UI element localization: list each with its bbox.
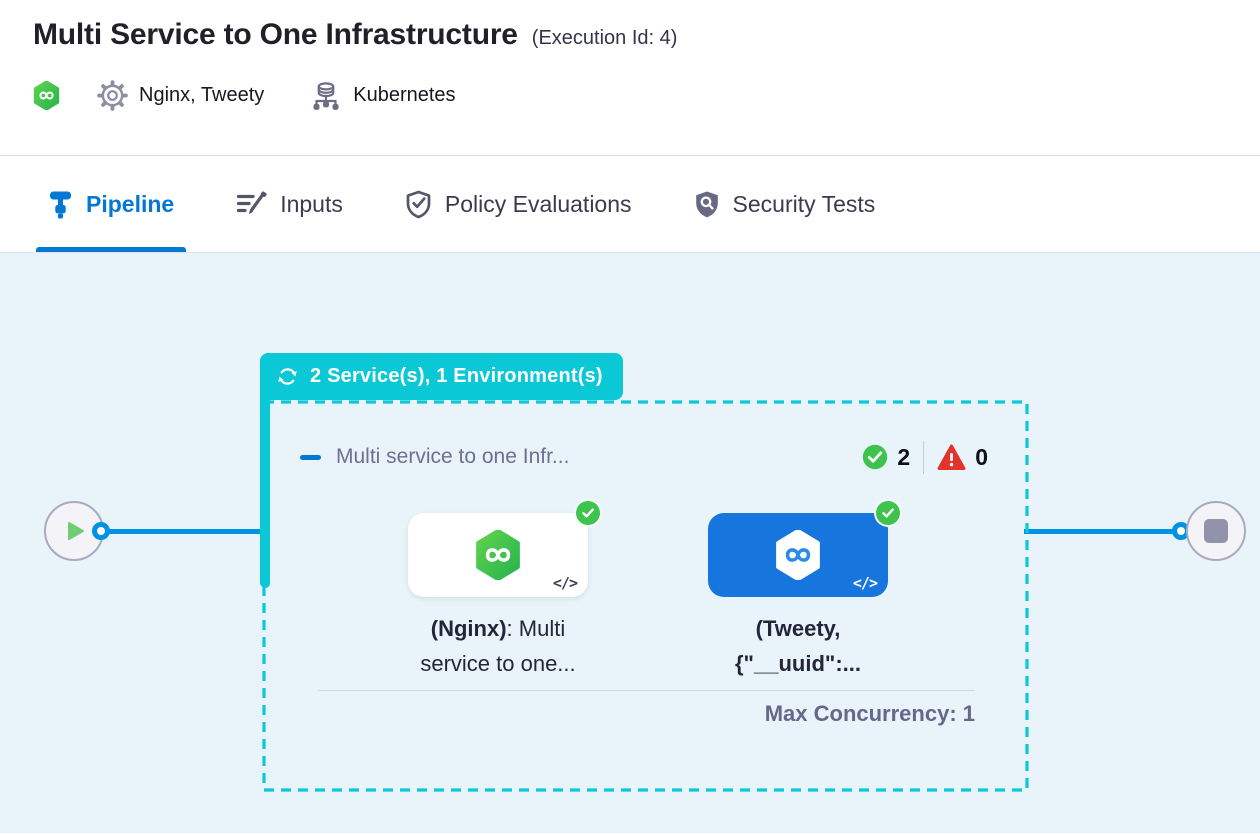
title-row: Multi Service to One Infrastructure (Exe…: [33, 18, 1227, 52]
execution-id: (Execution Id: 4): [531, 27, 678, 49]
environment-label: Kubernetes: [353, 84, 456, 106]
counts-divider: [923, 440, 925, 474]
start-link-point: [92, 522, 110, 540]
harness-service-icon-green: [476, 530, 520, 580]
tab-security-tests-label: Security Tests: [732, 190, 876, 217]
pipeline-canvas: 2 Service(s), 1 Environment(s) Multi ser…: [0, 253, 1260, 833]
stage-counts: 2 0: [862, 440, 988, 474]
code-icon: </>: [852, 574, 878, 592]
inputs-icon: [237, 191, 267, 215]
stage-title: Multi service to one Infr...: [336, 445, 570, 468]
max-concurrency-label: Max Concurrency: 1: [764, 701, 975, 726]
stage-group-strip: [260, 373, 270, 588]
node-success-badge: [874, 499, 902, 527]
collapse-stage-button[interactable]: [300, 454, 321, 460]
node-label-nginx: (Nginx): Multi service to one...: [383, 611, 613, 681]
check-icon: [582, 508, 594, 518]
stage-group-badge[interactable]: 2 Service(s), 1 Environment(s): [260, 353, 623, 400]
pipeline-end-node: [1186, 501, 1246, 561]
tab-policy-evaluations-label: Policy Evaluations: [444, 190, 632, 217]
node-success-badge: [574, 499, 602, 527]
tab-pipeline-label: Pipeline: [86, 190, 175, 217]
harness-cd-icon: [33, 81, 60, 110]
service-node-tweety[interactable]: </>: [708, 499, 902, 597]
security-shield-search-icon: [695, 191, 718, 217]
services-gear-icon: [97, 80, 128, 111]
node-label-bold: (Nginx): [430, 616, 507, 641]
tab-security-tests[interactable]: Security Tests: [694, 156, 876, 252]
pipeline-icon: [50, 191, 71, 218]
tab-inputs[interactable]: Inputs: [236, 156, 343, 252]
services-label: Nginx, Tweety: [139, 84, 265, 106]
service-node-nginx[interactable]: </>: [408, 499, 602, 597]
node-label-rest: : Multi: [506, 616, 566, 641]
node-label-line: (Nginx): Multi: [383, 611, 613, 646]
tab-pipeline[interactable]: Pipeline: [35, 156, 187, 252]
node-label-line: (Tweety,: [755, 616, 841, 641]
environment-icon: [313, 81, 339, 110]
connector-line-left: [100, 529, 263, 534]
stage-header: Multi service to one Infr... 2 0: [300, 436, 988, 478]
page-title: Multi Service to One Infrastructure: [33, 18, 518, 51]
stage-header-left: Multi service to one Infr...: [300, 445, 569, 469]
stop-icon: [1204, 519, 1228, 543]
stage-group-border: [262, 400, 1029, 792]
loop-icon: [278, 368, 297, 385]
execution-header: Multi Service to One Infrastructure (Exe…: [0, 0, 1260, 156]
code-icon: </>: [552, 574, 578, 592]
failed-count: 0: [975, 443, 988, 470]
execution-meta: Nginx, Tweety Kubernetes: [33, 80, 1227, 111]
error-warning-icon: [937, 444, 966, 470]
tab-policy-evaluations[interactable]: Policy Evaluations: [405, 156, 632, 252]
policy-shield-check-icon: [406, 190, 431, 218]
success-count: 2: [897, 443, 911, 470]
harness-service-icon-white: [776, 530, 820, 580]
stage-footer-divider: [318, 690, 975, 691]
check-icon: [882, 508, 894, 518]
success-check-icon: [863, 444, 888, 470]
stage-group-badge-label: 2 Service(s), 1 Environment(s): [310, 365, 603, 387]
tab-inputs-label: Inputs: [280, 190, 343, 217]
execution-tabbar: Pipeline Inputs Policy Evaluations Secur…: [0, 156, 1260, 253]
node-label-tweety: (Tweety, {"__uuid":...: [683, 611, 913, 681]
play-icon: [68, 522, 84, 540]
node-label-line: service to one...: [420, 651, 576, 676]
connector-line-right: [1024, 529, 1182, 534]
node-label-line: {"__uuid":...: [735, 651, 861, 676]
